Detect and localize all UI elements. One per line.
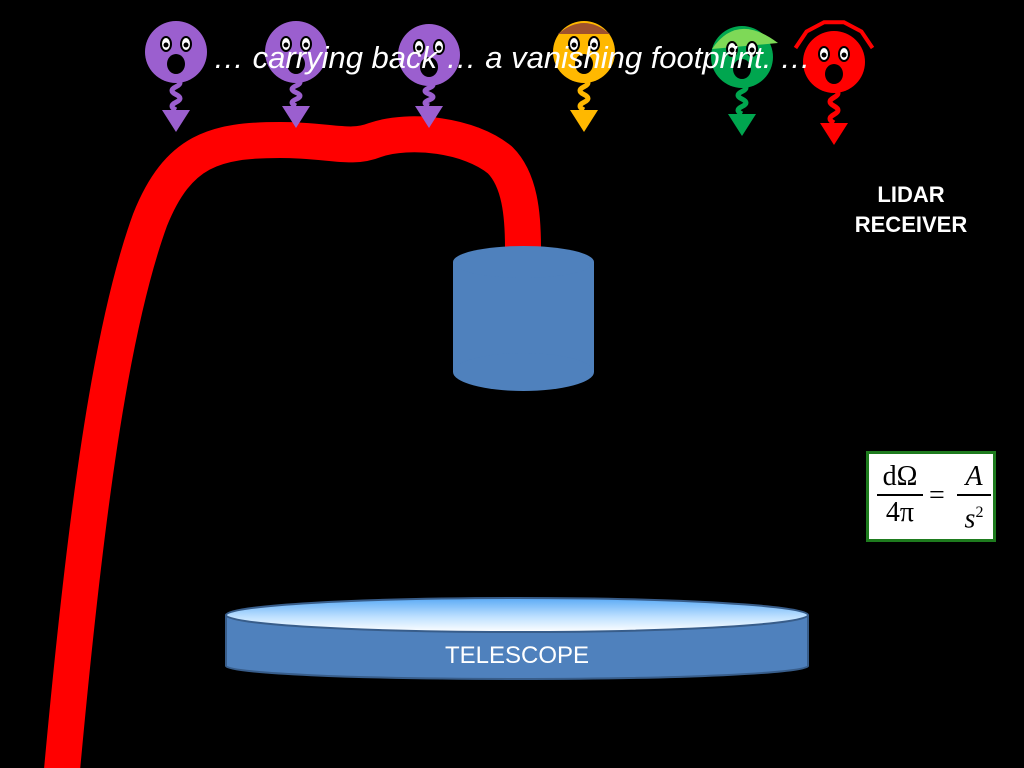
- detector-canister: [453, 246, 594, 391]
- photon-tail: [735, 81, 749, 117]
- formula-left-numerator: dΩ: [882, 461, 918, 492]
- photon-purple-3: [398, 24, 460, 128]
- photon-spikes: [793, 20, 875, 50]
- photon-pupil: [283, 42, 289, 48]
- photon-tail: [422, 79, 436, 109]
- photon-pupil: [303, 42, 309, 48]
- photon-pupil: [749, 47, 755, 53]
- formula-equals: =: [929, 480, 945, 511]
- photon-pupil: [591, 42, 597, 48]
- solid-angle-formula: dΩ 4π = A s2: [866, 451, 996, 542]
- photon-tail: [169, 76, 183, 113]
- photon-green: [711, 26, 778, 136]
- photon-hair: [558, 23, 610, 34]
- photon-pupil: [571, 42, 577, 48]
- photon-arrowhead: [415, 106, 443, 128]
- photon-yellow: [553, 21, 615, 132]
- photon-purple-2: [265, 21, 327, 128]
- photon-red: [793, 20, 875, 145]
- photon-purple-1: [145, 21, 207, 132]
- photon-mouth: [825, 64, 843, 84]
- photon-arrowhead: [282, 106, 310, 128]
- photon-mouth: [287, 54, 305, 74]
- formula-exponent: 2: [975, 504, 984, 521]
- photon-tail: [577, 76, 591, 113]
- photon-arrowhead: [820, 123, 848, 145]
- telescope-label: TELESCOPE: [444, 642, 590, 669]
- photon-mouth: [167, 54, 185, 74]
- telescope: [225, 597, 809, 680]
- fraction-bar: [877, 494, 923, 496]
- photon-head: [803, 31, 865, 93]
- photon-pupil: [183, 42, 189, 48]
- return-beam: [44, 116, 541, 768]
- photon-tail: [289, 76, 303, 109]
- photon-pupil: [163, 42, 169, 48]
- lidar-receiver-label: LIDAR RECEIVER: [854, 182, 968, 237]
- photon-pupil: [841, 52, 847, 58]
- caption: … carrying back … a vanishing footprint.…: [213, 40, 811, 75]
- photon-head: [145, 21, 207, 83]
- photon-arrowhead: [728, 114, 756, 136]
- photon-group: [145, 20, 875, 145]
- photon-mouth: [733, 59, 751, 79]
- formula-right-numerator: A: [965, 461, 983, 492]
- photon-head: [398, 24, 460, 86]
- photon-tail: [827, 86, 841, 126]
- photon-mouth: [420, 57, 438, 77]
- photon-head: [553, 21, 615, 83]
- photon-pupil: [416, 45, 422, 51]
- formula-right-denominator-base: s: [964, 503, 976, 535]
- photon-arrowhead: [570, 110, 598, 132]
- photon-pupil: [821, 52, 827, 58]
- photon-arrowhead: [162, 110, 190, 132]
- formula-right-denominator: s2: [957, 498, 991, 534]
- photon-head: [265, 21, 327, 83]
- fraction-bar: [957, 494, 991, 496]
- photon-mouth: [575, 54, 593, 74]
- photon-pupil: [436, 45, 442, 51]
- formula-left-fraction: dΩ 4π: [877, 462, 923, 528]
- photon-pupil: [729, 47, 735, 53]
- formula-left-denominator: 4π: [885, 497, 915, 528]
- formula-right-fraction: A s2: [957, 462, 991, 534]
